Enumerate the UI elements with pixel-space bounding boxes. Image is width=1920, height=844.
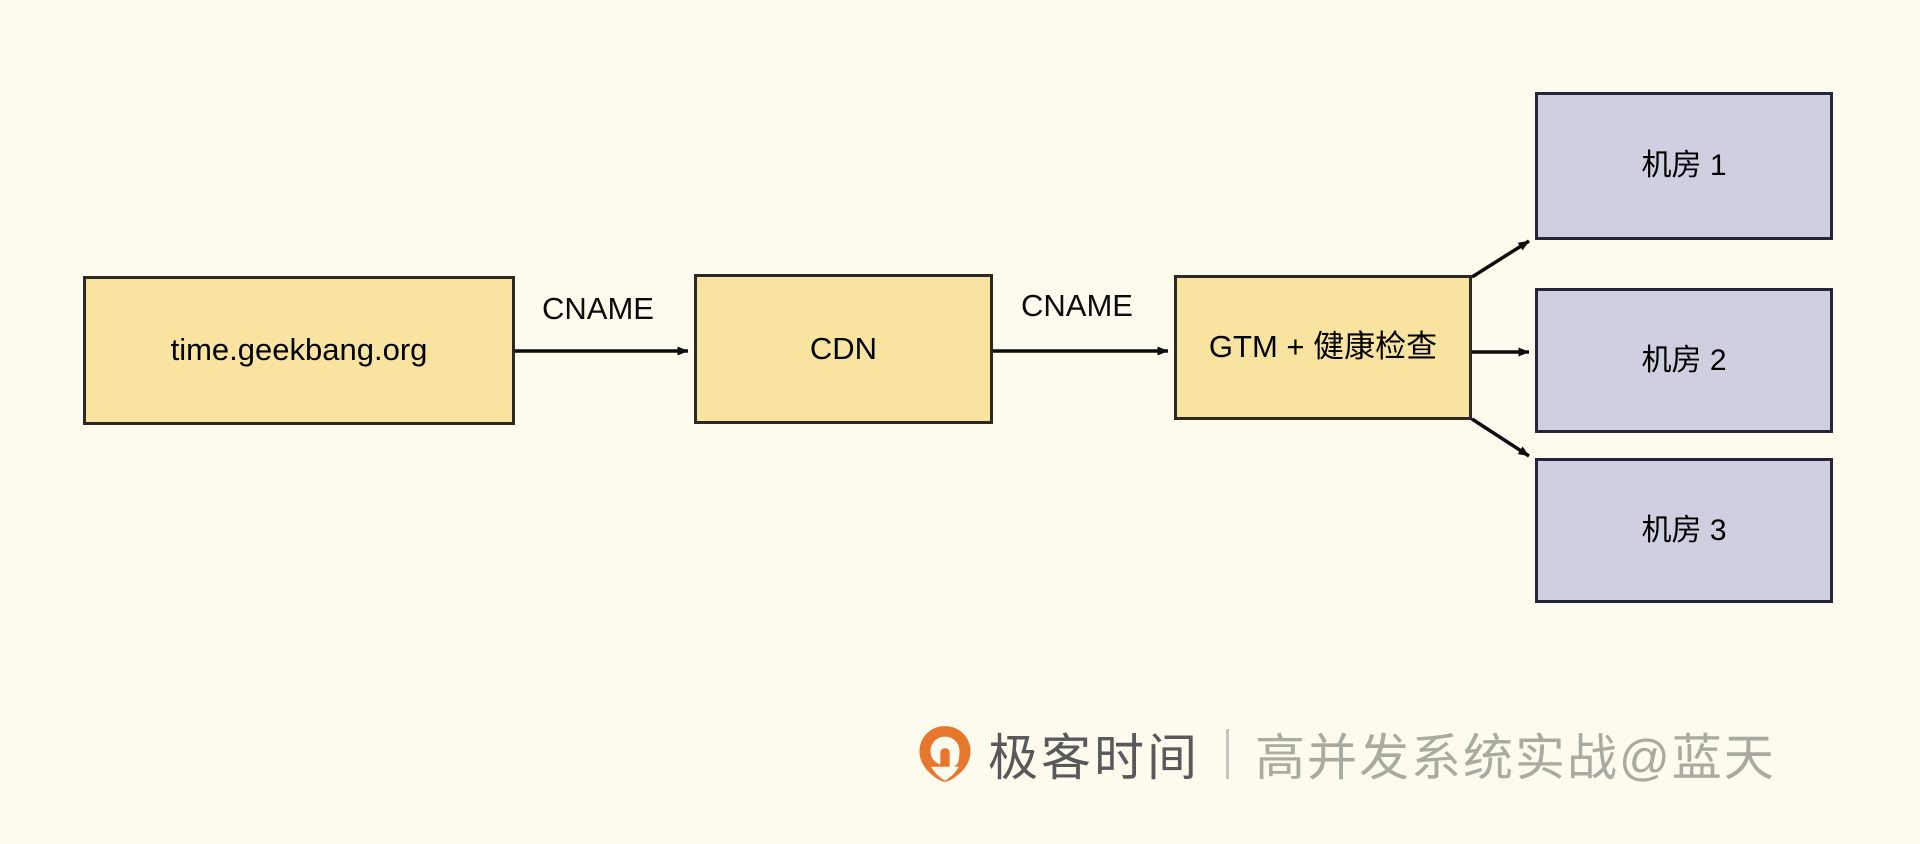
node-datacenter-2-label: 机房 2: [1641, 343, 1727, 377]
geekbang-logo-icon: [919, 726, 971, 782]
node-datacenter-1-label: 机房 1: [1641, 149, 1727, 183]
watermark-divider: [1226, 729, 1229, 779]
node-datacenter-1[interactable]: 机房 1: [1535, 92, 1833, 240]
node-origin-domain-label: time.geekbang.org: [170, 332, 428, 368]
edge-gtm-to-idc-1: [1471, 239, 1530, 279]
node-cdn[interactable]: CDN: [694, 274, 993, 424]
node-datacenter-2[interactable]: 机房 2: [1535, 288, 1833, 433]
node-gtm-health-check[interactable]: GTM + 健康检查: [1174, 275, 1472, 420]
node-origin-domain[interactable]: time.geekbang.org: [83, 276, 515, 425]
watermark: 极客时间 高并发系统实战@蓝天: [916, 718, 1776, 790]
watermark-brand-label: 极客时间: [988, 730, 1200, 786]
node-gtm-health-check-label: GTM + 健康检查: [1208, 329, 1438, 365]
edge-label-cname-origin-cdn: CNAME: [542, 291, 654, 326]
edge-label-cname-cdn-gtm: CNAME: [1021, 288, 1133, 323]
node-cdn-label: CDN: [809, 330, 878, 366]
watermark-course-label: 高并发系统实战@蓝天: [1255, 730, 1776, 786]
node-datacenter-3-label: 机房 3: [1641, 513, 1727, 547]
node-datacenter-3[interactable]: 机房 3: [1535, 458, 1833, 603]
edge-gtm-to-idc-3: [1471, 417, 1530, 458]
